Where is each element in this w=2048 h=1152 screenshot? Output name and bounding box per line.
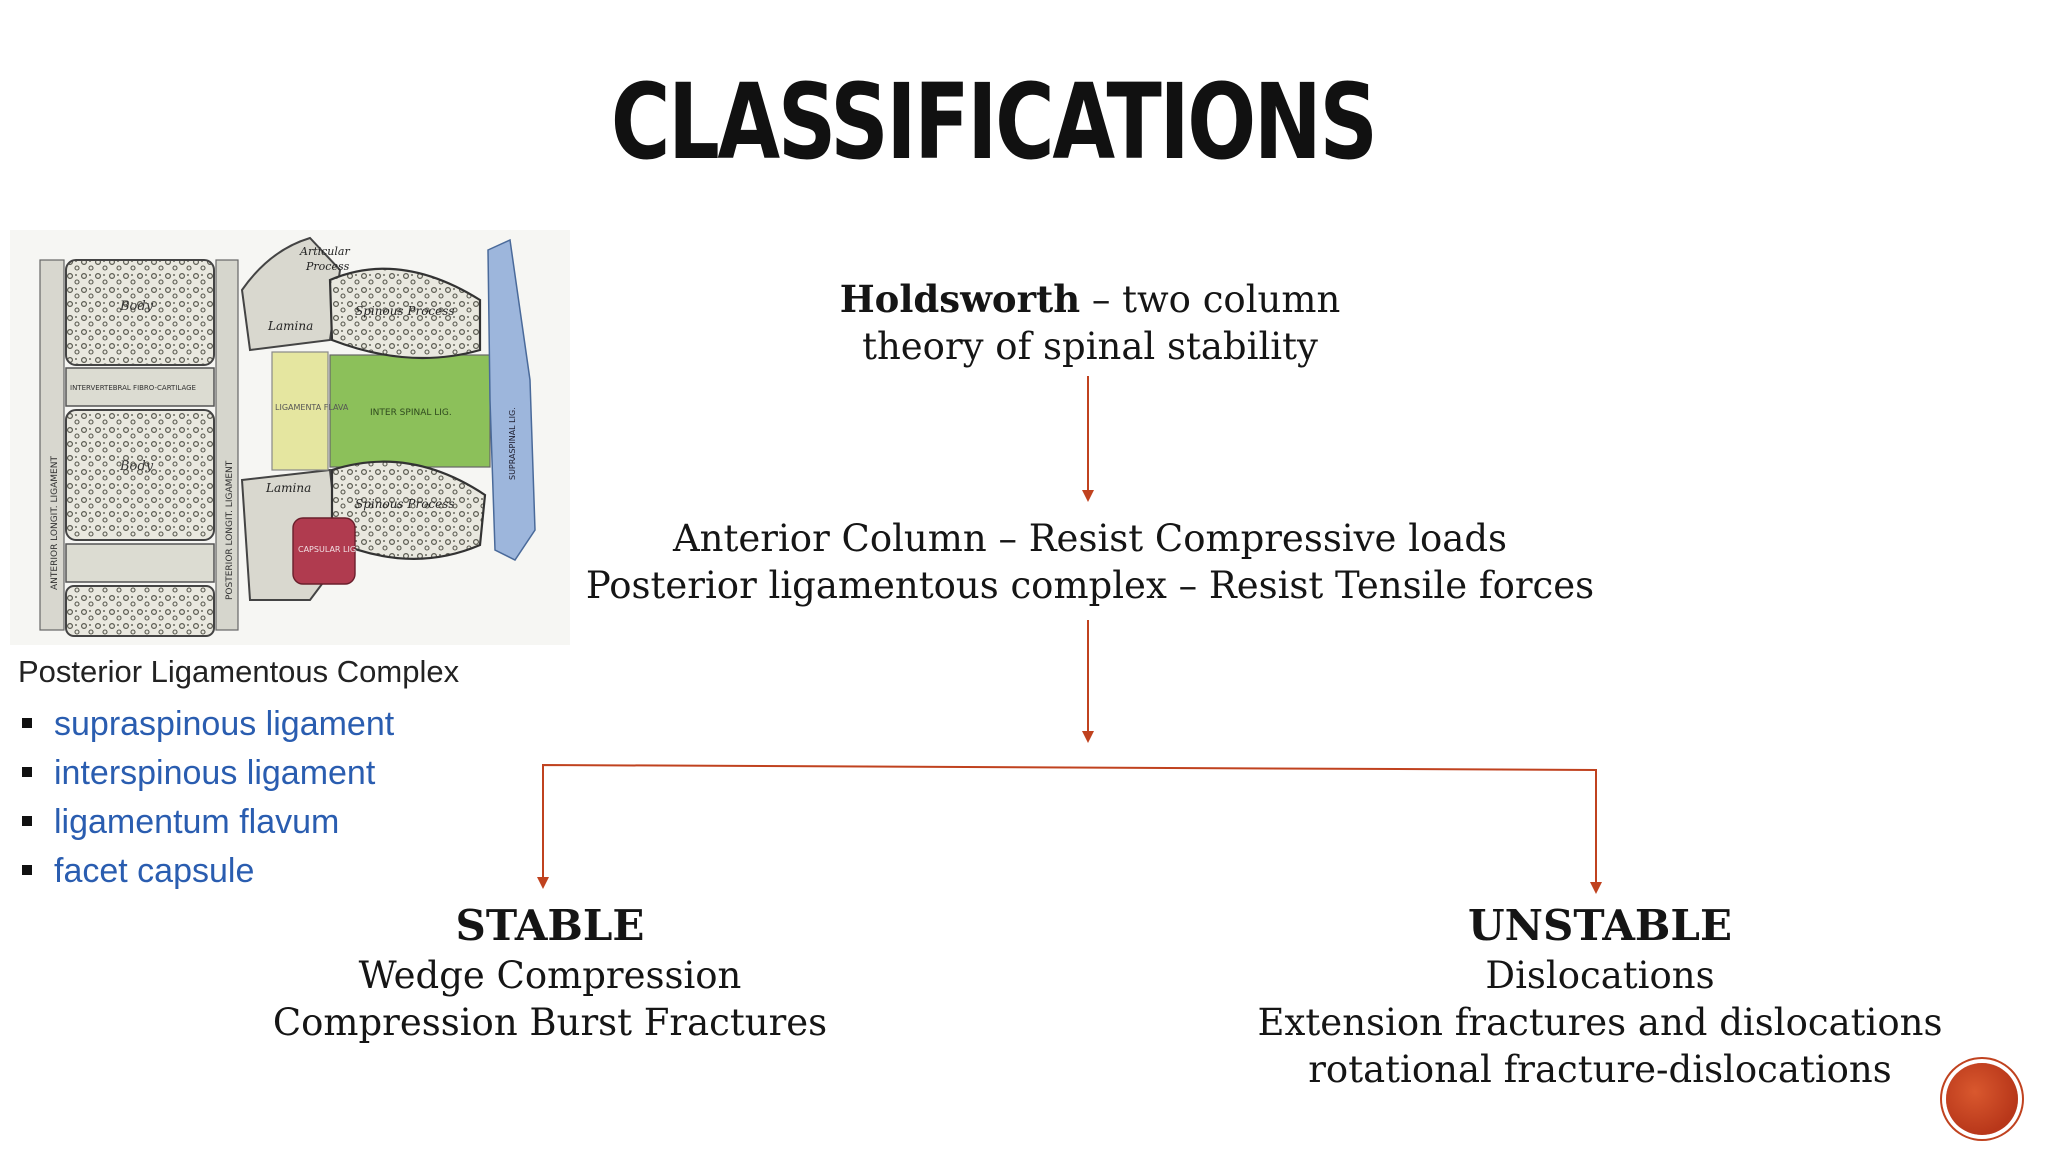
label-lamina-top: Lamina — [267, 319, 313, 333]
spine-ligament-illustration: Articular Process Lamina Lamina Spinous … — [10, 230, 570, 645]
label-flava: LIGAMENTA FLAVA — [275, 403, 349, 412]
unstable-item: rotational fracture-dislocations — [1308, 1048, 1892, 1091]
label-anterior: ANTERIOR LONGIT. LIGAMENT — [50, 456, 60, 590]
posterior-ligament — [215, 259, 239, 631]
label-lamina-bottom: Lamina — [265, 481, 311, 495]
holdsworth-name: Holdsworth — [839, 277, 1081, 321]
unstable-node: UNSTABLE Dislocations Extension fracture… — [1240, 900, 1960, 1093]
plc-item-facet-capsule[interactable]: facet capsule — [22, 847, 394, 896]
capsular-ligament — [292, 517, 356, 585]
label-body-top: Body — [119, 299, 154, 314]
vertebral-body-bottom — [65, 409, 215, 541]
supraspinal-ligament — [487, 238, 536, 561]
label-capsular: CAPSULAR LIG. — [298, 545, 359, 554]
plc-item-interspinous[interactable]: interspinous ligament — [22, 749, 394, 798]
anterior-column-line: Anterior Column – Resist Compressive loa… — [672, 517, 1508, 560]
label-interspinal: INTER SPINAL LIG. — [370, 408, 452, 418]
spinous-process-bottom — [330, 460, 487, 560]
anterior-ligament — [39, 259, 65, 631]
holdsworth-line-2: theory of spinal stability — [862, 325, 1318, 368]
label-supraspinal: SUPRASPINAL LIG. — [508, 407, 517, 480]
label-articular: Articular — [299, 245, 350, 258]
label-fibro: INTERVERTEBRAL FIBRO-CARTILAGE — [70, 384, 196, 392]
label-spinous-top: Spinous Process — [355, 304, 455, 318]
stable-item: Wedge Compression — [358, 954, 742, 997]
holdsworth-node: Holdsworth – two column theory of spinal… — [790, 276, 1390, 370]
plc-list: supraspinous ligament interspinous ligam… — [22, 700, 394, 896]
posterior-complex-line: Posterior ligamentous complex – Resist T… — [585, 564, 1595, 607]
label-posterior: POSTERIOR LONGIT. LIGAMENT — [225, 460, 235, 600]
split-line — [542, 763, 1602, 894]
slide-title: CLASSIFICATIONS — [610, 61, 1378, 183]
stable-item: Compression Burst Fractures — [272, 1001, 828, 1044]
lower-disc — [65, 543, 215, 583]
ligamenta-flava — [271, 351, 329, 471]
unstable-heading: UNSTABLE — [1468, 901, 1732, 950]
holdsworth-line-1-rest: – two column — [1080, 278, 1341, 321]
plc-item-supraspinous[interactable]: supraspinous ligament — [22, 700, 394, 749]
label-spinous-bottom: Spinous Process — [355, 497, 455, 511]
stable-node: STABLE Wedge Compression Compression Bur… — [240, 900, 860, 1046]
stable-heading: STABLE — [455, 901, 645, 950]
unstable-item: Dislocations — [1485, 954, 1715, 997]
vertebral-body-top — [65, 259, 215, 366]
columns-node: Anterior Column – Resist Compressive loa… — [560, 515, 1620, 609]
spinous-process-top — [328, 267, 482, 360]
plc-item-ligamentum-flavum[interactable]: ligamentum flavum — [22, 798, 394, 847]
plc-caption: Posterior Ligamentous Complex — [18, 654, 460, 689]
unstable-item: Extension fractures and dislocations — [1257, 1001, 1943, 1044]
label-body-bottom: Body — [119, 459, 154, 474]
holdsworth-line-1: Holdsworth – two column — [790, 276, 1390, 323]
intervertebral-disc — [65, 367, 215, 407]
corner-circle-icon — [1946, 1063, 2018, 1135]
label-process: Process — [305, 260, 350, 273]
vertebral-body-base — [65, 585, 215, 637]
